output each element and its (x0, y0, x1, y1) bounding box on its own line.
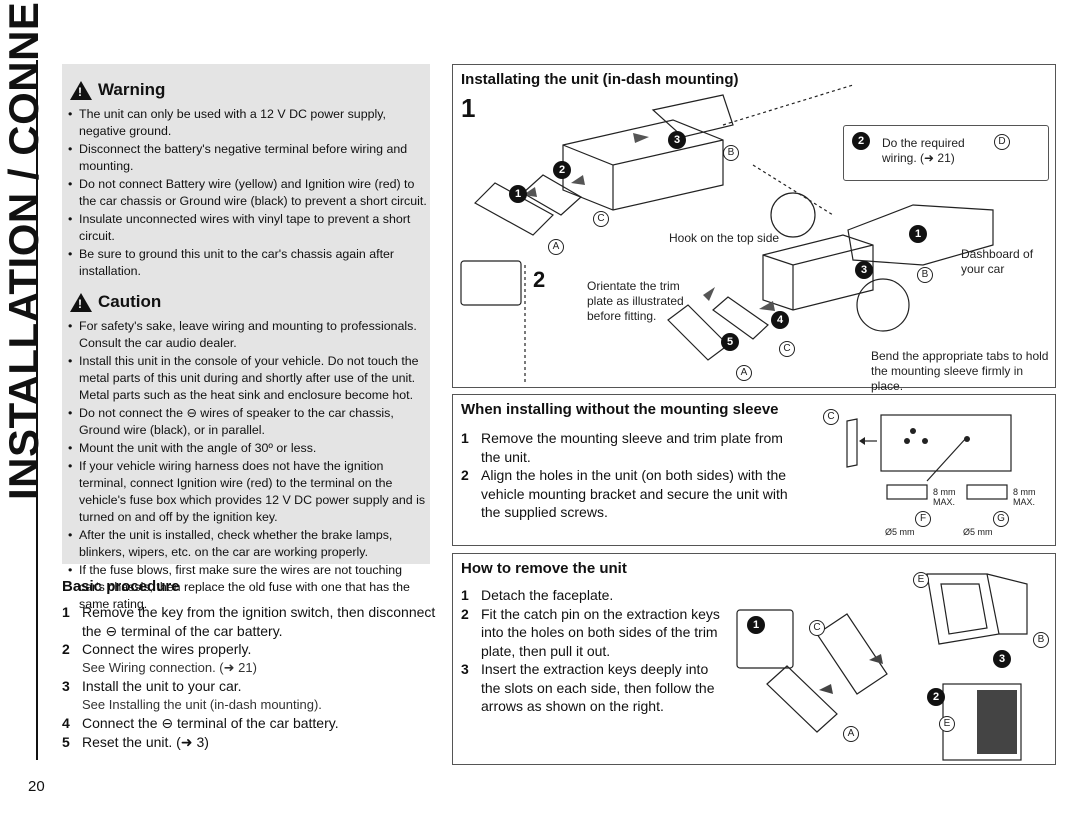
label-b: B (723, 145, 739, 161)
bend-note: Bend the appropriate tabs to hold the mo… (871, 349, 1049, 393)
callout-4: 4 (771, 311, 789, 329)
without-sleeve-panel: When installing without the mounting sle… (452, 394, 1056, 546)
dashboard-note: Dashboard of your car (961, 247, 1034, 276)
remove-title: How to remove the unit (461, 560, 627, 577)
install-step-2: 2 (533, 267, 546, 292)
install-panel: Installating the unit (in-dash mounting)… (452, 64, 1056, 393)
callout-2: 2 (553, 161, 571, 179)
warning-item: The unit can only be used with a 12 V DC… (66, 106, 430, 140)
label-b: B (917, 267, 933, 283)
callout-2: 2 (852, 132, 870, 150)
label-g: G (993, 511, 1009, 527)
without-sleeve-title: When installing without the mounting sle… (461, 401, 779, 418)
screw-g-diameter: Ø5 mm (963, 527, 993, 537)
page-number: 20 (28, 778, 45, 795)
callout-2: 2 (927, 688, 945, 706)
warning-item: Disconnect the battery's negative termin… (66, 141, 430, 175)
callout-1: 1 (509, 185, 527, 203)
caution-item: For safety's sake, leave wiring and moun… (66, 318, 430, 352)
label-c: C (823, 409, 839, 425)
wiring-note-box: 2 Do the required wiring. (➜ 21) D (843, 125, 1049, 181)
caution-item: If your vehicle wiring harness does not … (66, 458, 430, 526)
warning-item: Be sure to ground this unit to the car's… (66, 246, 430, 280)
label-e: E (913, 572, 929, 588)
label-d: D (994, 134, 1010, 150)
label-b: B (1033, 632, 1049, 648)
warning-item: Insulate unconnected wires with vinyl ta… (66, 211, 430, 245)
screw-f-length: 8 mm MAX. (933, 487, 956, 507)
basic-procedure-title: Basic procedure (62, 578, 180, 595)
callout-1: 1 (747, 616, 765, 634)
wiring-note: Do the required wiring. (➜ 21) (882, 136, 965, 165)
screw-f-diameter: Ø5 mm (885, 527, 915, 537)
orient-note: Orientate the trim plate as illustrated … (587, 279, 684, 323)
warning-item: Do not connect Battery wire (yellow) and… (66, 176, 430, 210)
label-a: A (843, 726, 859, 742)
screw-g-length: 8 mm MAX. (1013, 487, 1036, 507)
hook-note: Hook on the top side (669, 231, 780, 245)
warning-list: The unit can only be used with a 12 V DC… (62, 106, 430, 280)
caution-item: After the unit is installed, check wheth… (66, 527, 430, 561)
caution-list: For safety's sake, leave wiring and moun… (62, 318, 430, 613)
callout-3: 3 (668, 131, 686, 149)
side-divider (36, 60, 38, 760)
warning-title: Warning (98, 80, 166, 99)
warning-icon (70, 80, 92, 100)
callout-3: 3 (993, 650, 1011, 668)
warning-caution-box: Warning The unit can only be used with a… (62, 64, 430, 611)
caution-item: Mount the unit with the angle of 30º or … (66, 440, 430, 457)
label-c: C (593, 211, 609, 227)
label-a: A (736, 365, 752, 381)
label-c: C (779, 341, 795, 357)
label-a: A (548, 239, 564, 255)
install-title: Installating the unit (in-dash mounting) (461, 71, 739, 88)
caution-item: Do not connect the ⊖ wires of speaker to… (66, 405, 430, 439)
label-c: C (809, 620, 825, 636)
callout-1: 1 (909, 225, 927, 243)
label-e: E (939, 716, 955, 732)
label-f: F (915, 511, 931, 527)
caution-item: If the fuse blows, first make sure the w… (66, 562, 430, 613)
install-illustration (460, 84, 1014, 383)
install-step-1: 1 (461, 93, 476, 123)
caution-item: Install this unit in the console of your… (66, 353, 430, 404)
caution-title: Caution (98, 292, 162, 311)
callout-5: 5 (721, 333, 739, 351)
basic-step-note: See Wiring connection. (➜ 21) (82, 659, 257, 675)
basic-step-note: See Installing the unit (in-dash mountin… (82, 696, 322, 712)
warning-heading: Warning (70, 80, 430, 100)
callout-3: 3 (855, 261, 873, 279)
screw-illustration (846, 414, 1012, 500)
caution-heading: Caution (70, 292, 430, 312)
caution-icon (70, 292, 92, 312)
